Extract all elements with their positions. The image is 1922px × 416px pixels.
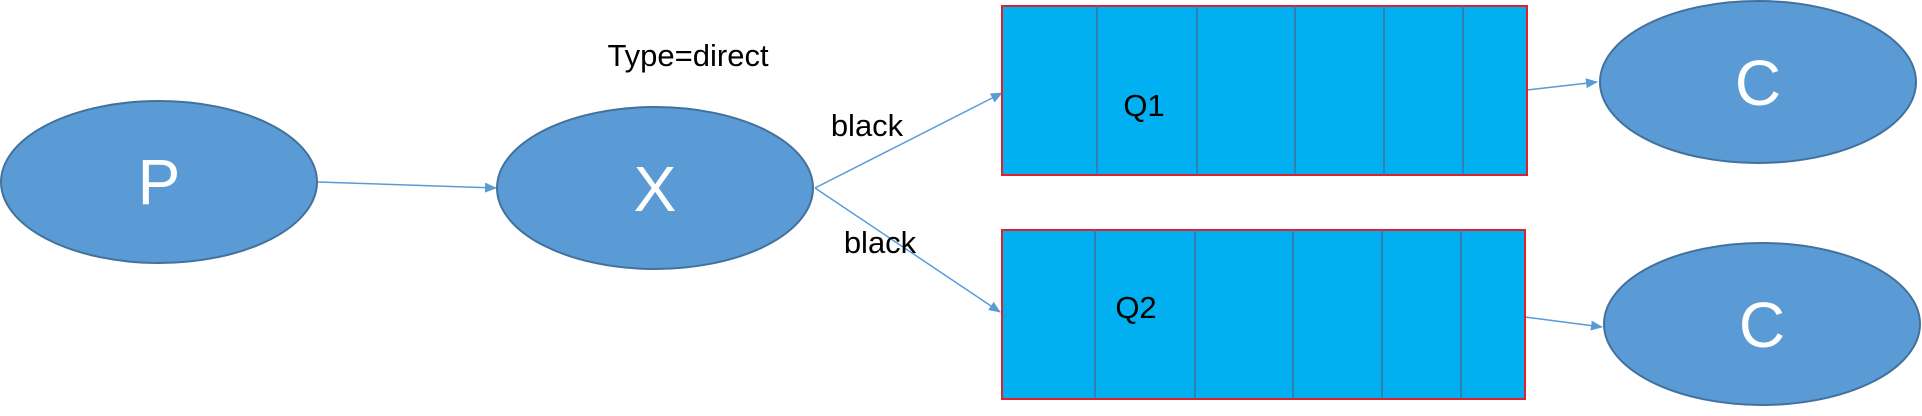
binding-label-q2: black [844,225,917,260]
queue-q2: Q2 [1001,229,1526,400]
queue-q1-body [1001,5,1528,176]
arrow-exchange-to-q1 [814,92,1003,189]
arrow-q2-to-consumer-2 [1524,316,1603,331]
arrow-q1-to-consumer-1 [1526,78,1598,91]
binding-label-q1: black [831,108,904,143]
queue-q1: Q1 [1001,5,1528,176]
consumer-node-1: C [1599,0,1917,164]
consumer-node-2: C [1603,242,1921,406]
producer-node: P [0,100,318,264]
exchange-label: X [634,153,677,225]
arrow-exchange-to-q2 [814,187,1001,313]
queue-q1-label: Q1 [1123,88,1164,123]
queue-q2-label: Q2 [1115,290,1156,325]
exchange-node: X [496,106,814,270]
producer-label: P [138,146,181,218]
consumer-1-label: C [1735,47,1781,119]
exchange-type-label: Type=direct [607,38,769,73]
consumer-2-label: C [1739,289,1785,361]
queue-q2-body [1001,229,1526,400]
arrow-producer-to-exchange [317,181,497,193]
